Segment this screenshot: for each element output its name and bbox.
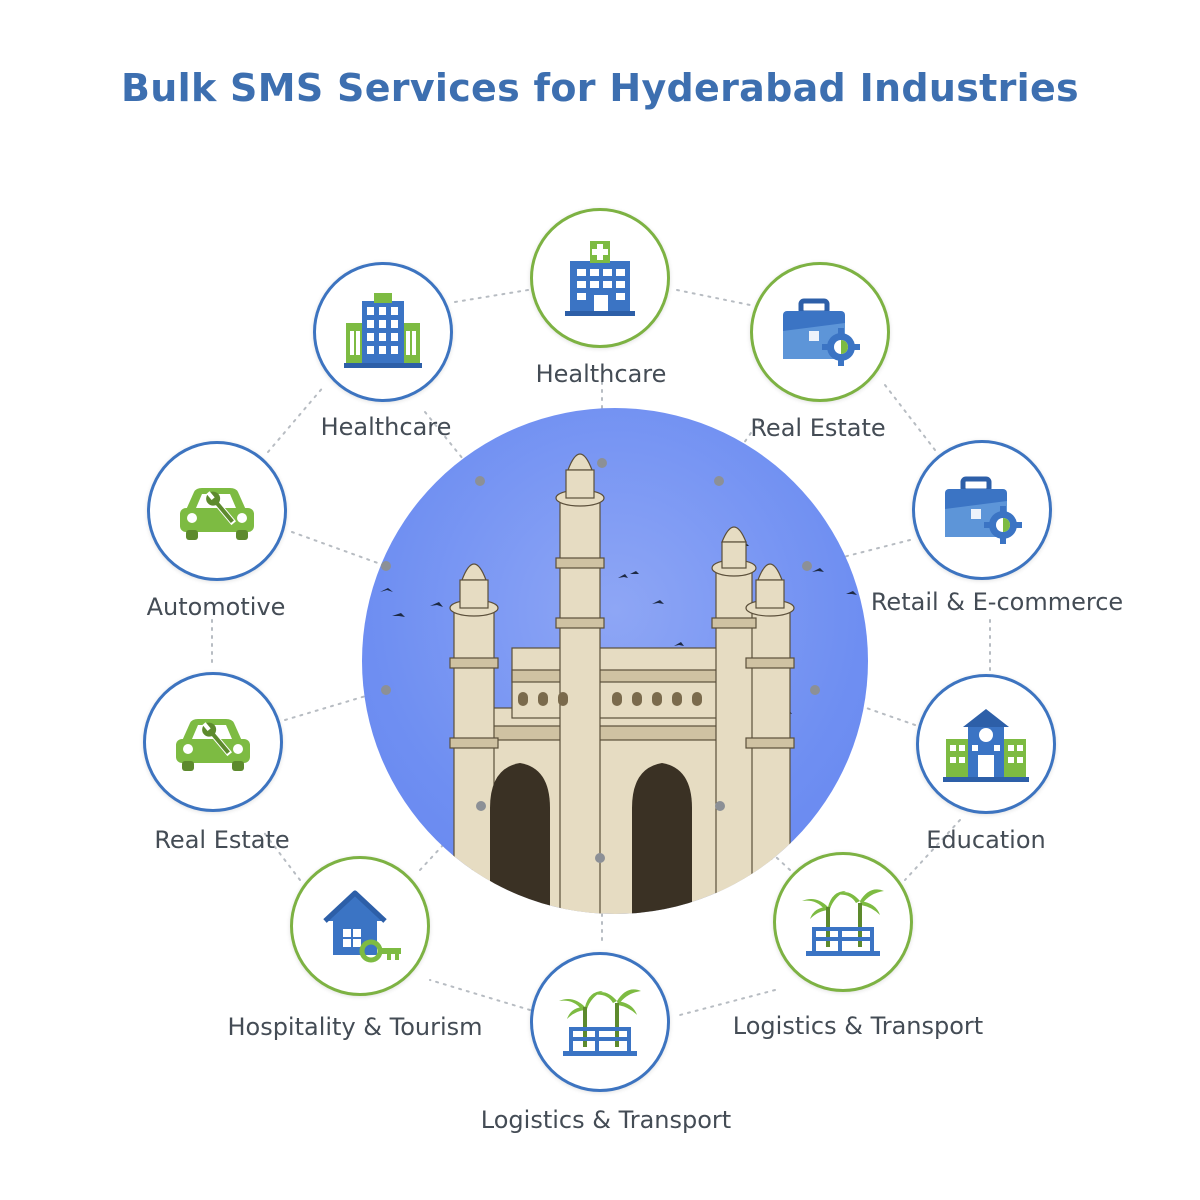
- industry-label: Real Estate: [750, 414, 886, 442]
- charminar-image: [362, 408, 868, 914]
- palm-trees-icon: [559, 989, 641, 1056]
- briefcase-gear-icon: [945, 476, 1022, 544]
- palm-trees-icon: [802, 889, 884, 956]
- industry-label: Healthcare: [320, 413, 452, 441]
- industry-label: Healthcare: [535, 360, 667, 388]
- industry-node-automotive: [147, 441, 287, 581]
- industry-node-logistics-right: [773, 852, 913, 992]
- industry-node-logistics-bottom: [530, 952, 670, 1092]
- industry-label: Logistics & Transport: [732, 1012, 984, 1040]
- industry-node-healthcare: [530, 208, 670, 348]
- industry-node-healthcare-left: [313, 262, 453, 402]
- car-wrench-icon: [176, 719, 250, 771]
- industry-node-real-estate-left: [143, 672, 283, 812]
- industry-label: Logistics & Transport: [480, 1106, 732, 1134]
- industry-node-hospitality: [290, 856, 430, 996]
- industry-label: Retail & E-commerce: [870, 588, 1124, 616]
- industry-label: Automotive: [146, 593, 286, 621]
- house-key-icon: [323, 890, 401, 963]
- industry-label: Hospitality & Tourism: [227, 1013, 483, 1041]
- office-building-icon: [344, 293, 422, 368]
- hospital-icon: [565, 241, 635, 316]
- briefcase-gear-icon: [783, 298, 860, 366]
- industry-node-education: [916, 674, 1056, 814]
- page-title: Bulk SMS Services for Hyderabad Industri…: [121, 66, 1079, 110]
- car-wrench-icon: [180, 488, 254, 540]
- industry-label: Real Estate: [154, 826, 290, 854]
- industry-node-real-estate: [750, 262, 890, 402]
- industry-node-retail: [912, 440, 1052, 580]
- school-building-icon: [943, 709, 1029, 782]
- industry-label: Education: [926, 826, 1046, 854]
